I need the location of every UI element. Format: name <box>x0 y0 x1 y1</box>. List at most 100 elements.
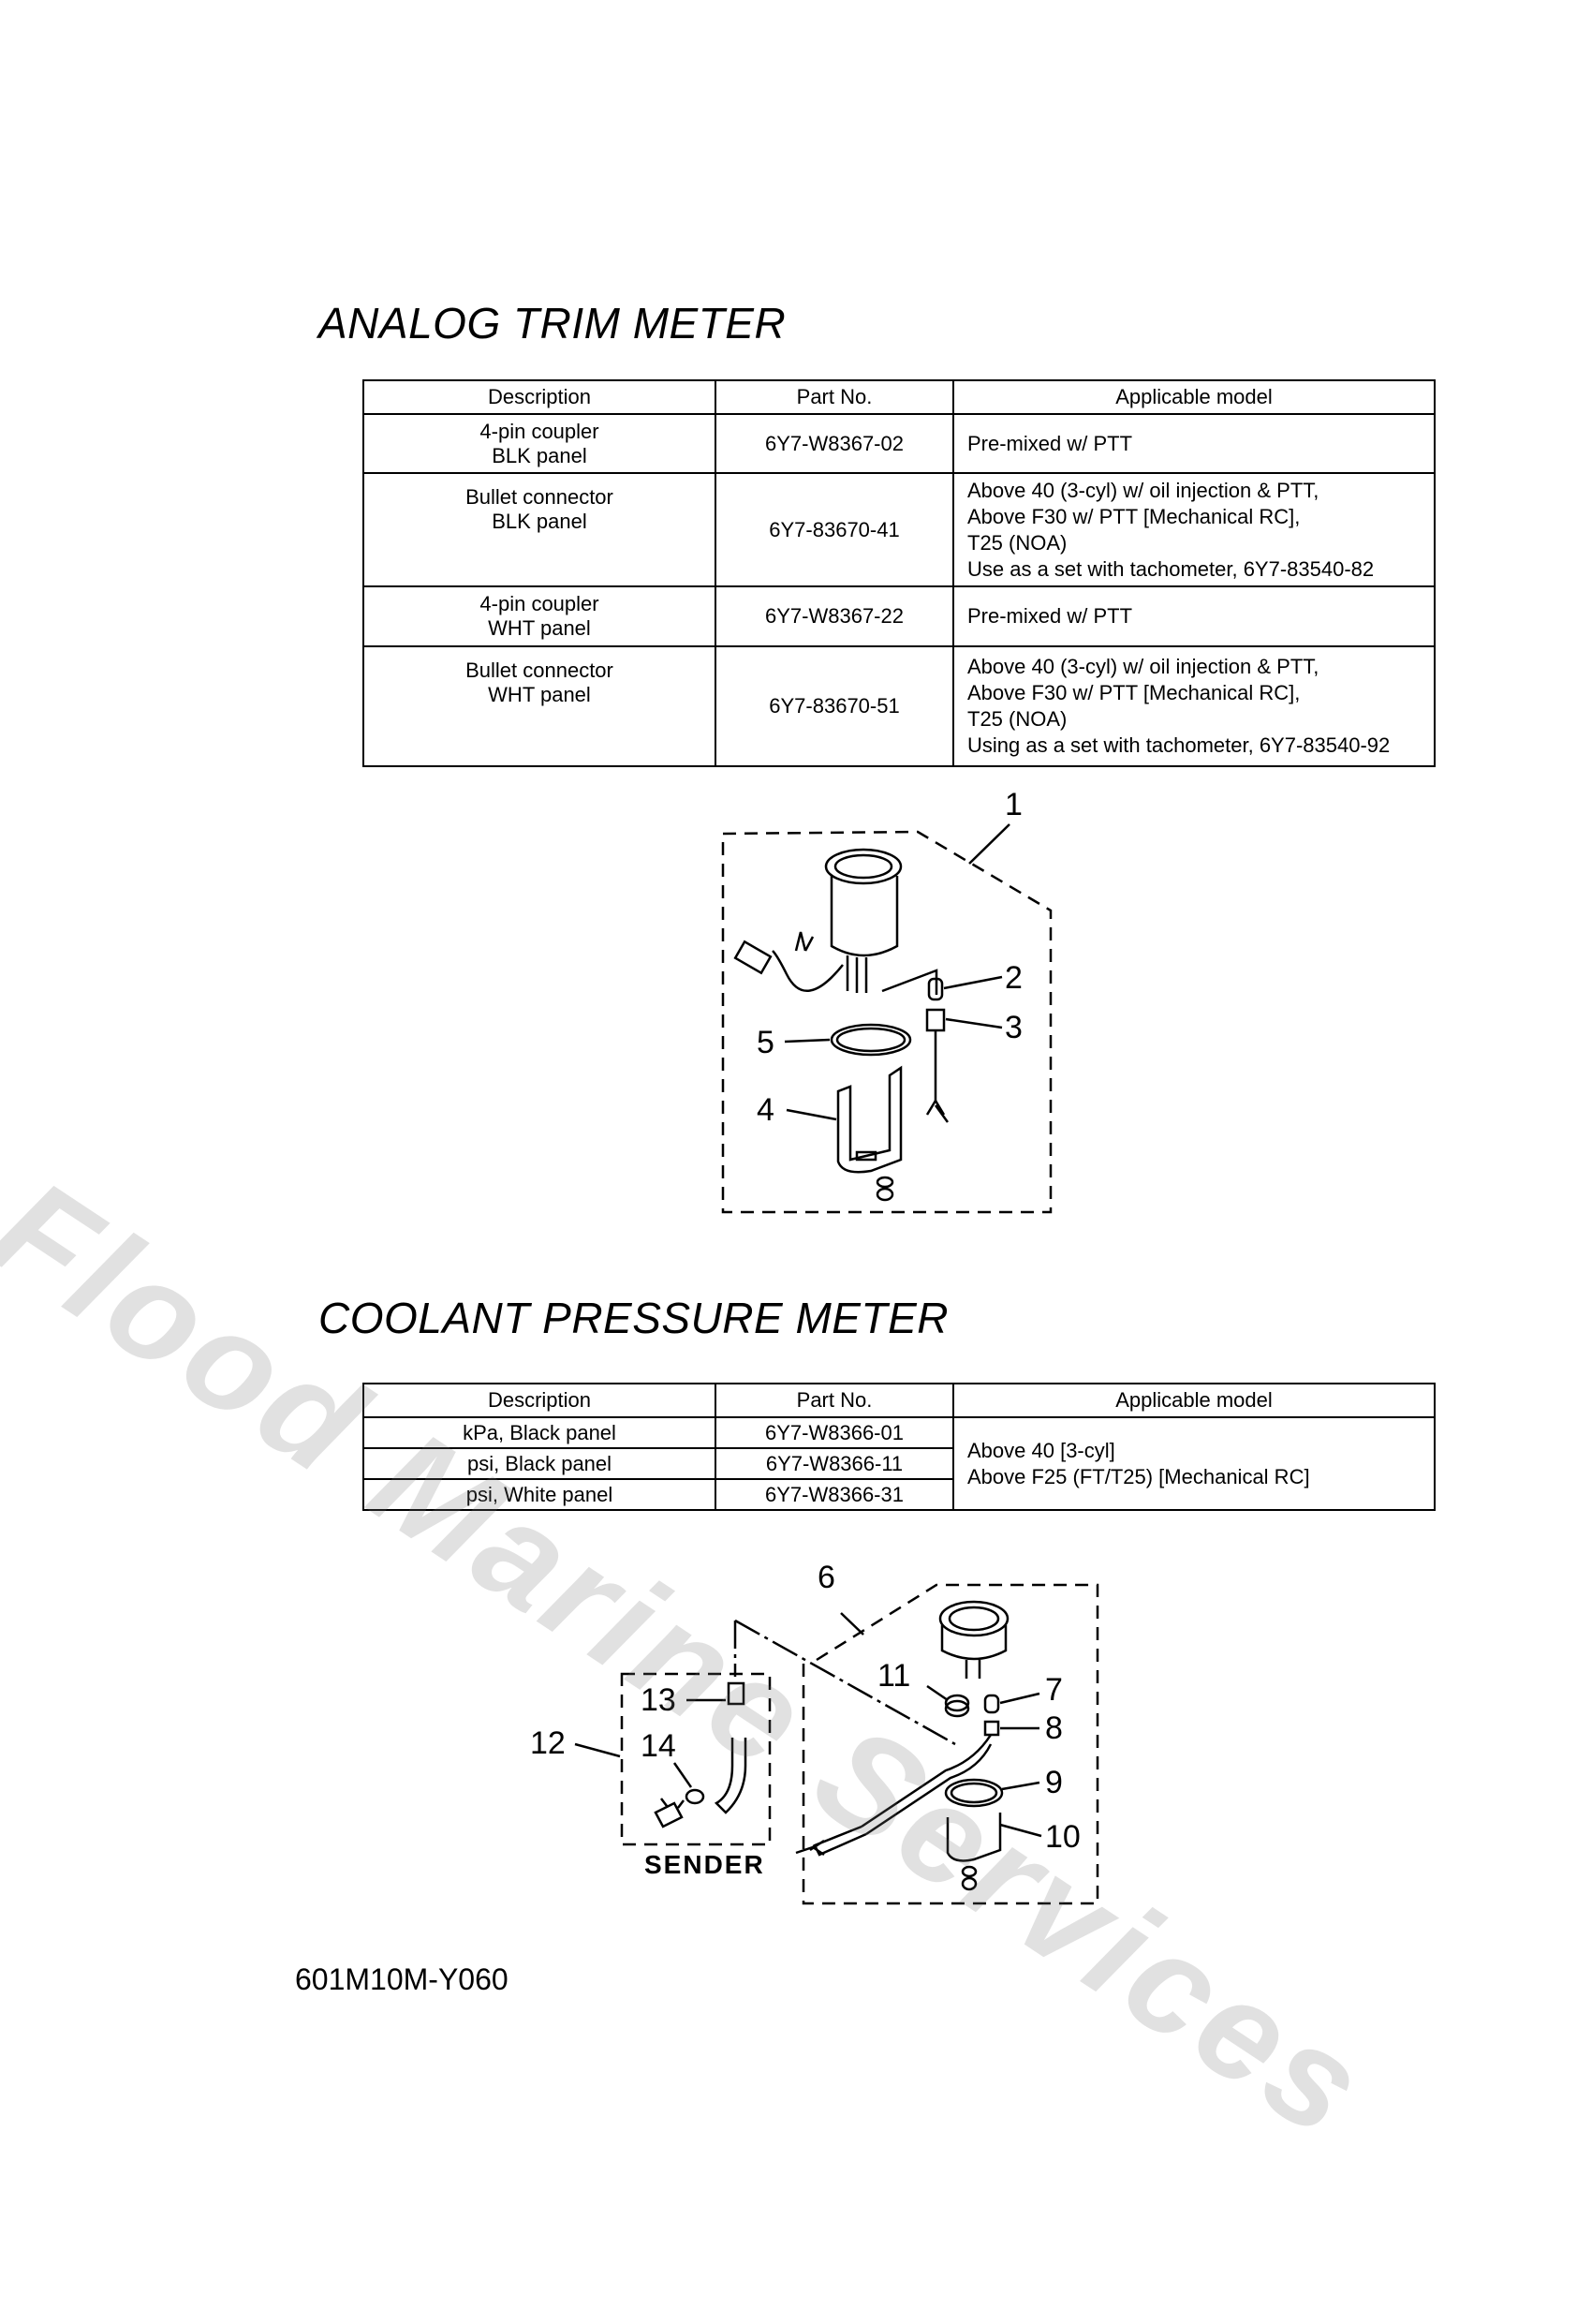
cell-part-no: 6Y7-W8366-01 <box>715 1416 954 1449</box>
trim-meter-exploded-diagram: 1 2 3 4 5 <box>721 787 1053 1214</box>
cell-model: Pre-mixed w/ PTT <box>952 413 1436 474</box>
desc-line: Bullet connector <box>465 485 613 509</box>
model-line: Pre-mixed w/ PTT <box>967 431 1133 455</box>
callout-11: 11 <box>877 1658 910 1694</box>
document-code: 601M10M-Y060 <box>295 1962 508 1996</box>
pressure-gauge <box>938 1600 1010 1679</box>
header-part-no: Part No. <box>715 379 954 415</box>
callout-7: 7 <box>1045 1672 1063 1708</box>
cell-model: Above 40 [3-cyl]Above F25 (FT/T25) [Mech… <box>952 1416 1436 1511</box>
table-row: kPa, Black panel 6Y7-W8366-01 Above 40 [… <box>362 1416 1436 1511</box>
leader-14 <box>672 1762 693 1788</box>
leader-5 <box>784 1038 831 1044</box>
connector-parts <box>925 977 950 1123</box>
hose-and-fittings <box>795 1694 1000 1857</box>
cell-description: kPa, Black panel <box>362 1416 716 1449</box>
callout-9: 9 <box>1045 1765 1063 1800</box>
callout-4: 4 <box>757 1092 774 1128</box>
model-line: Above F30 w/ PTT [Mechanical RC], <box>967 504 1301 528</box>
table-header-row: Description Part No. Applicable model <box>362 1383 1436 1418</box>
mounting-bracket <box>836 1065 903 1202</box>
section-title-coolant-pressure-meter: COOLANT PRESSURE METER <box>318 1294 949 1342</box>
coolant-pressure-meter-table: Description Part No. Applicable model kP… <box>362 1383 1436 1511</box>
sender-boundary <box>620 1672 772 1846</box>
model-line: Pre-mixed w/ PTT <box>967 604 1133 628</box>
callout-1: 1 <box>1005 787 1023 822</box>
model-line: Above 40 (3-cyl) w/ oil injection & PTT, <box>967 655 1319 678</box>
bracket-10 <box>946 1813 1002 1891</box>
leader-7 <box>999 1692 1040 1705</box>
cell-model: Above 40 (3-cyl) w/ oil injection & PTT,… <box>952 472 1436 587</box>
desc-line: WHT panel <box>488 616 591 640</box>
coolant-meter-exploded-diagram: 6 7 8 9 10 11 12 13 14 SENDER <box>530 1560 1099 1905</box>
header-description: Description <box>362 379 716 415</box>
model-line: Above 40 [3-cyl] <box>967 1438 1115 1462</box>
leader-10 <box>999 1823 1042 1838</box>
desc-line: Bullet connector <box>465 659 613 682</box>
desc-line: BLK panel <box>492 443 587 467</box>
cell-description: psi, Black panel <box>362 1447 716 1480</box>
callout-6: 6 <box>818 1560 835 1595</box>
model-line: T25 (NOA) <box>967 530 1068 555</box>
leader-6 <box>840 1612 864 1636</box>
leader-1 <box>968 823 1010 865</box>
callout-14: 14 <box>641 1728 676 1764</box>
callout-5: 5 <box>757 1025 774 1060</box>
leader-4 <box>786 1108 837 1121</box>
nut-11 <box>944 1694 970 1718</box>
sender-parts <box>654 1681 747 1828</box>
leader-cut <box>881 969 938 995</box>
table-row: psi, White panel 6Y7-W8366-31 <box>362 1478 1435 1511</box>
callout-8: 8 <box>1045 1710 1063 1746</box>
cell-part-no: 6Y7-W8367-22 <box>715 585 954 647</box>
cell-part-no: 6Y7-W8366-31 <box>715 1478 954 1511</box>
trim-meter-body <box>733 848 903 993</box>
model-line: Use as a set with tachometer, 6Y7-83540-… <box>967 556 1375 581</box>
kit-boundary <box>802 1583 1099 1905</box>
cell-description: psi, White panel <box>362 1478 716 1511</box>
leader-9 <box>1001 1781 1040 1791</box>
leader-2 <box>943 975 1003 990</box>
cell-part-no: 6Y7-W8367-02 <box>715 413 954 474</box>
callout-10: 10 <box>1045 1819 1081 1855</box>
connection-line <box>733 1619 956 1746</box>
desc-line: 4-pin coupler <box>479 592 599 615</box>
cell-model: Above 40 (3-cyl) w/ oil injection & PTT,… <box>952 645 1436 767</box>
model-line: Above F30 w/ PTT [Mechanical RC], <box>967 681 1301 704</box>
header-applicable-model: Applicable model <box>952 1383 1436 1418</box>
callout-2: 2 <box>1005 960 1023 996</box>
kit-boundary <box>721 830 1053 1214</box>
cell-model: Pre-mixed w/ PTT <box>952 585 1436 647</box>
desc-line: BLK panel <box>492 510 587 533</box>
callout-3: 3 <box>1005 1010 1023 1045</box>
sender-label: SENDER <box>644 1850 765 1879</box>
callout-12: 12 <box>530 1725 566 1761</box>
section-title-analog-trim-meter: ANALOG TRIM METER <box>318 299 787 348</box>
header-description: Description <box>362 1383 716 1418</box>
table-header-row: Description Part No. Applicable model <box>362 379 1436 415</box>
model-line: T25 (NOA) <box>967 707 1068 731</box>
table-row: psi, Black panel 6Y7-W8366-11 <box>362 1447 1435 1480</box>
gasket-ring-9 <box>944 1778 1004 1808</box>
model-line: Above 40 (3-cyl) w/ oil injection & PTT, <box>967 478 1319 502</box>
gasket-ring <box>830 1023 912 1057</box>
header-applicable-model: Applicable model <box>952 379 1436 415</box>
model-line: Above F25 (FT/T25) [Mechanical RC] <box>967 1464 1310 1488</box>
desc-line: 4-pin coupler <box>479 419 599 443</box>
analog-trim-meter-table: Description Part No. Applicable model 4-… <box>362 379 1436 767</box>
leader-11 <box>926 1684 949 1702</box>
cell-part-no: 6Y7-83670-41 <box>715 472 954 587</box>
cell-part-no: 6Y7-W8366-11 <box>715 1447 954 1480</box>
cell-part-no: 6Y7-83670-51 <box>715 645 954 767</box>
leader-12 <box>574 1742 621 1758</box>
model-line: Using as a set with tachometer, 6Y7-8354… <box>967 733 1391 757</box>
